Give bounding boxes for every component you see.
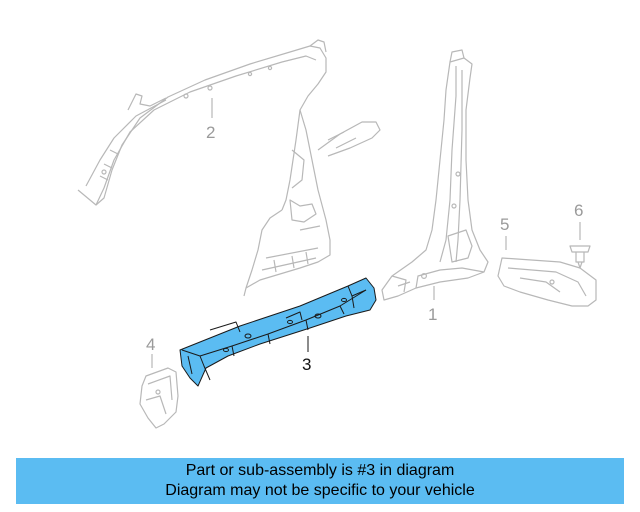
part-5-molding: [497, 236, 597, 307]
part-1-pillar: [381, 49, 489, 301]
part-3-rocker: [179, 277, 377, 387]
callout-1: 1: [428, 305, 438, 324]
parts-diagram: [77, 39, 597, 429]
info-banner: Part or sub-assembly is #3 in diagram Di…: [16, 458, 624, 504]
callout-2: 2: [206, 123, 216, 142]
callout-3: 3: [302, 355, 312, 374]
banner-line-1: Part or sub-assembly is #3 in diagram: [185, 462, 455, 479]
part-4-bracket: [139, 354, 179, 429]
callout-5: 5: [500, 215, 510, 234]
callout-4: 4: [146, 335, 156, 354]
callout-6: 6: [574, 201, 584, 220]
part-2-roof-rail-frame: [77, 39, 381, 297]
part-6-clip: [569, 222, 591, 269]
banner-line-2: Diagram may not be specific to your vehi…: [165, 482, 475, 499]
